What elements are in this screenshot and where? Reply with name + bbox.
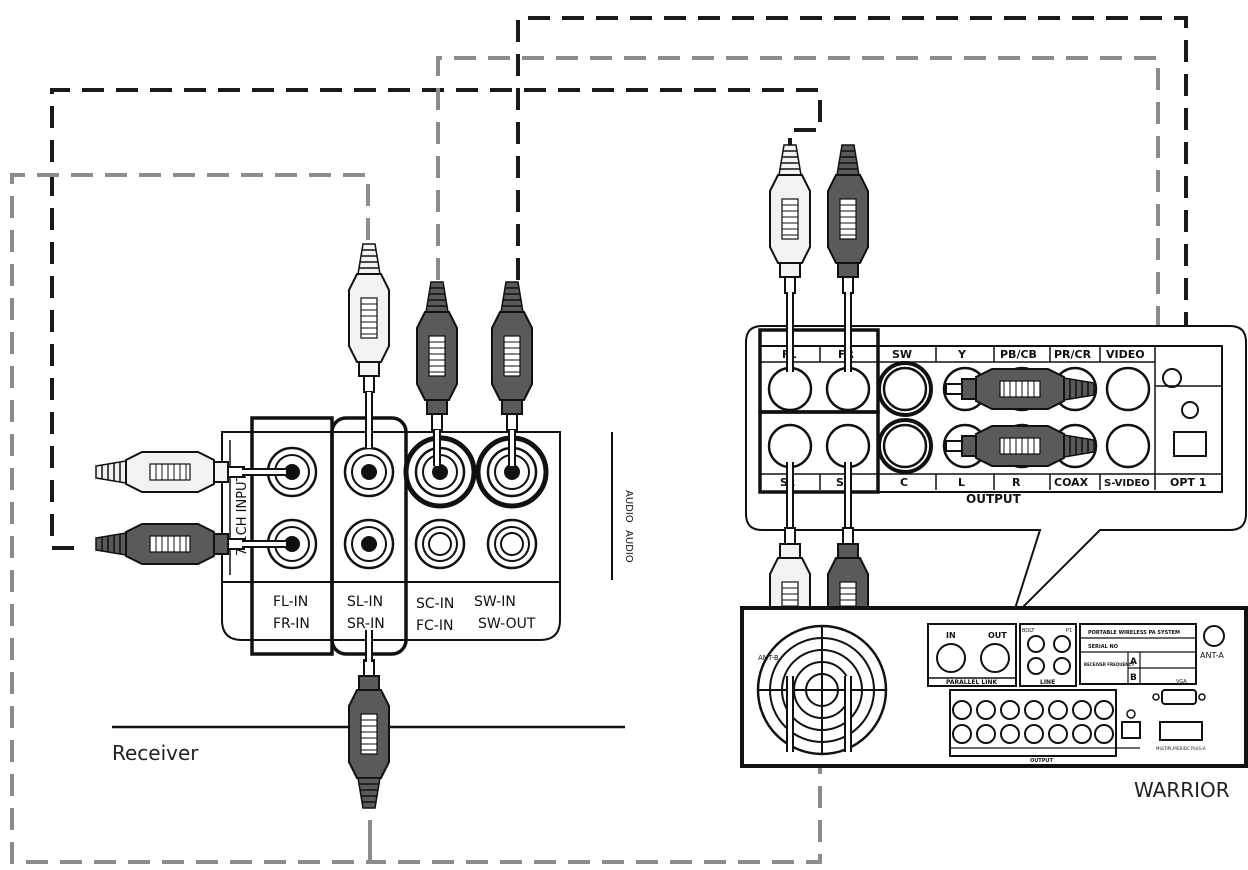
rear-output-jacks	[952, 700, 1114, 744]
warrior-output-callout: FL FR SW Y PB/CB PR/CR VIDEO SL SR C L R…	[745, 144, 1247, 677]
audio-side-label-top: AUDIO	[623, 490, 634, 523]
out-small-led	[1181, 401, 1199, 419]
plug-sl-white	[348, 243, 390, 393]
output-caption: OUTPUT	[966, 492, 1022, 506]
svg-text:BOLT: BOLT	[1022, 628, 1035, 634]
plug-sc-dark	[416, 281, 458, 431]
line-jack-3	[1027, 657, 1045, 675]
receiver-title: Receiver	[112, 741, 199, 765]
line-jack-1	[1027, 635, 1045, 653]
receiver: Receiver AUDIO AUDIO 7.1CH INPUT FL-IN F…	[95, 243, 634, 809]
parallel-out-label: OUT	[988, 631, 1007, 640]
info-title: PORTABLE WIRELESS PA SYSTEM	[1088, 630, 1180, 636]
info-a: A	[1130, 657, 1137, 667]
label-fc-in: FC-IN	[416, 618, 453, 634]
cable-sc-black	[516, 16, 1188, 380]
jack-sl-in	[343, 446, 395, 498]
info-plate	[1079, 623, 1197, 685]
label-fr-in: FR-IN	[273, 616, 310, 632]
out-label-c: C	[900, 476, 908, 489]
out-opt1-port	[1173, 431, 1207, 457]
label-sr-in: SR-IN	[347, 616, 385, 632]
rear-opt-port	[1121, 721, 1141, 739]
line-jack-2	[1053, 635, 1071, 653]
warrior-rear-panel: WARRIOR ANT-B IN OUT PARALLEL LINK BOLT …	[740, 606, 1248, 802]
vga-port	[1161, 689, 1197, 705]
out-jack-fl	[767, 366, 813, 412]
out-label-opt1: OPT 1	[1170, 476, 1206, 489]
svg-text:P1: P1	[1066, 628, 1072, 634]
multiplayer-port	[1159, 721, 1203, 741]
out-label-pbcb: PB/CB	[1000, 348, 1037, 361]
cable-sl-gray	[10, 173, 372, 864]
out-jack-fr	[825, 366, 871, 412]
fan-grille	[756, 624, 888, 756]
parallel-out-jack	[980, 643, 1010, 673]
cable-routes	[10, 16, 1188, 864]
line-block	[1019, 623, 1077, 687]
out-jack-svideo	[1105, 423, 1151, 469]
parallel-in-label: IN	[946, 631, 956, 640]
multiplayer-label: MULTIPLAYER/DC PLUG-A	[1156, 746, 1206, 751]
info-serial: SERIAL NO	[1088, 644, 1118, 650]
vga-label: VGA	[1176, 679, 1187, 685]
out-jack-c	[877, 418, 933, 474]
rear-output-caption: OUTPUT	[1030, 758, 1053, 764]
parallel-in-jack	[936, 643, 966, 673]
line-caption: LINE	[1040, 679, 1055, 686]
jack-sw-out	[486, 518, 538, 570]
output-panel-frame	[759, 345, 1223, 493]
info-receiver: RECEIVER FREQUENCY	[1084, 662, 1134, 667]
out-label-l: L	[958, 476, 965, 489]
out-label-sw: SW	[892, 348, 912, 361]
jack-sr-in	[343, 518, 395, 570]
label-fl-in: FL-IN	[273, 594, 308, 610]
jack-fc-in	[414, 518, 466, 570]
info-b: B	[1130, 673, 1137, 683]
out-jack-video	[1105, 366, 1151, 412]
out-label-prcr: PR/CR	[1054, 348, 1092, 361]
plug-sw-dark	[491, 281, 533, 431]
plug-sr-dark	[348, 659, 390, 809]
label-sl-in: SL-IN	[347, 594, 383, 610]
out-label-y: Y	[957, 348, 967, 361]
parallel-link-caption: PARALLEL LINK	[946, 679, 997, 686]
out-label-r: R	[1012, 476, 1021, 489]
cable-sw-gray	[436, 56, 1160, 372]
label-sc-in: SC-IN	[416, 596, 454, 612]
cable-fl-fr-black	[50, 88, 822, 550]
channel-input-label: 7.1CH INPUT	[235, 473, 250, 556]
cable-sr-gray	[368, 752, 822, 864]
ant-a-connector	[1203, 625, 1225, 647]
out-label-coax: COAX	[1054, 476, 1089, 489]
rear-output-block	[949, 689, 1117, 757]
label-sw-out: SW-OUT	[478, 616, 536, 632]
audio-side-label-bottom: AUDIO	[623, 530, 634, 563]
label-sw-in: SW-IN	[474, 594, 516, 610]
out-jack-sw	[877, 361, 933, 417]
line-jack-4	[1053, 657, 1071, 675]
out-jack-sr	[825, 423, 871, 469]
ant-b-label: ANT-B	[758, 654, 779, 662]
out-label-svideo: S-VIDEO	[1104, 478, 1150, 489]
out-plug-fl-white	[769, 144, 811, 294]
warrior-title: WARRIOR	[1134, 778, 1230, 802]
out-label-video: VIDEO	[1106, 348, 1145, 361]
out-plug-fr-dark	[827, 144, 869, 294]
ant-a-label: ANT-A	[1200, 651, 1224, 660]
out-jack-sl	[767, 423, 813, 469]
